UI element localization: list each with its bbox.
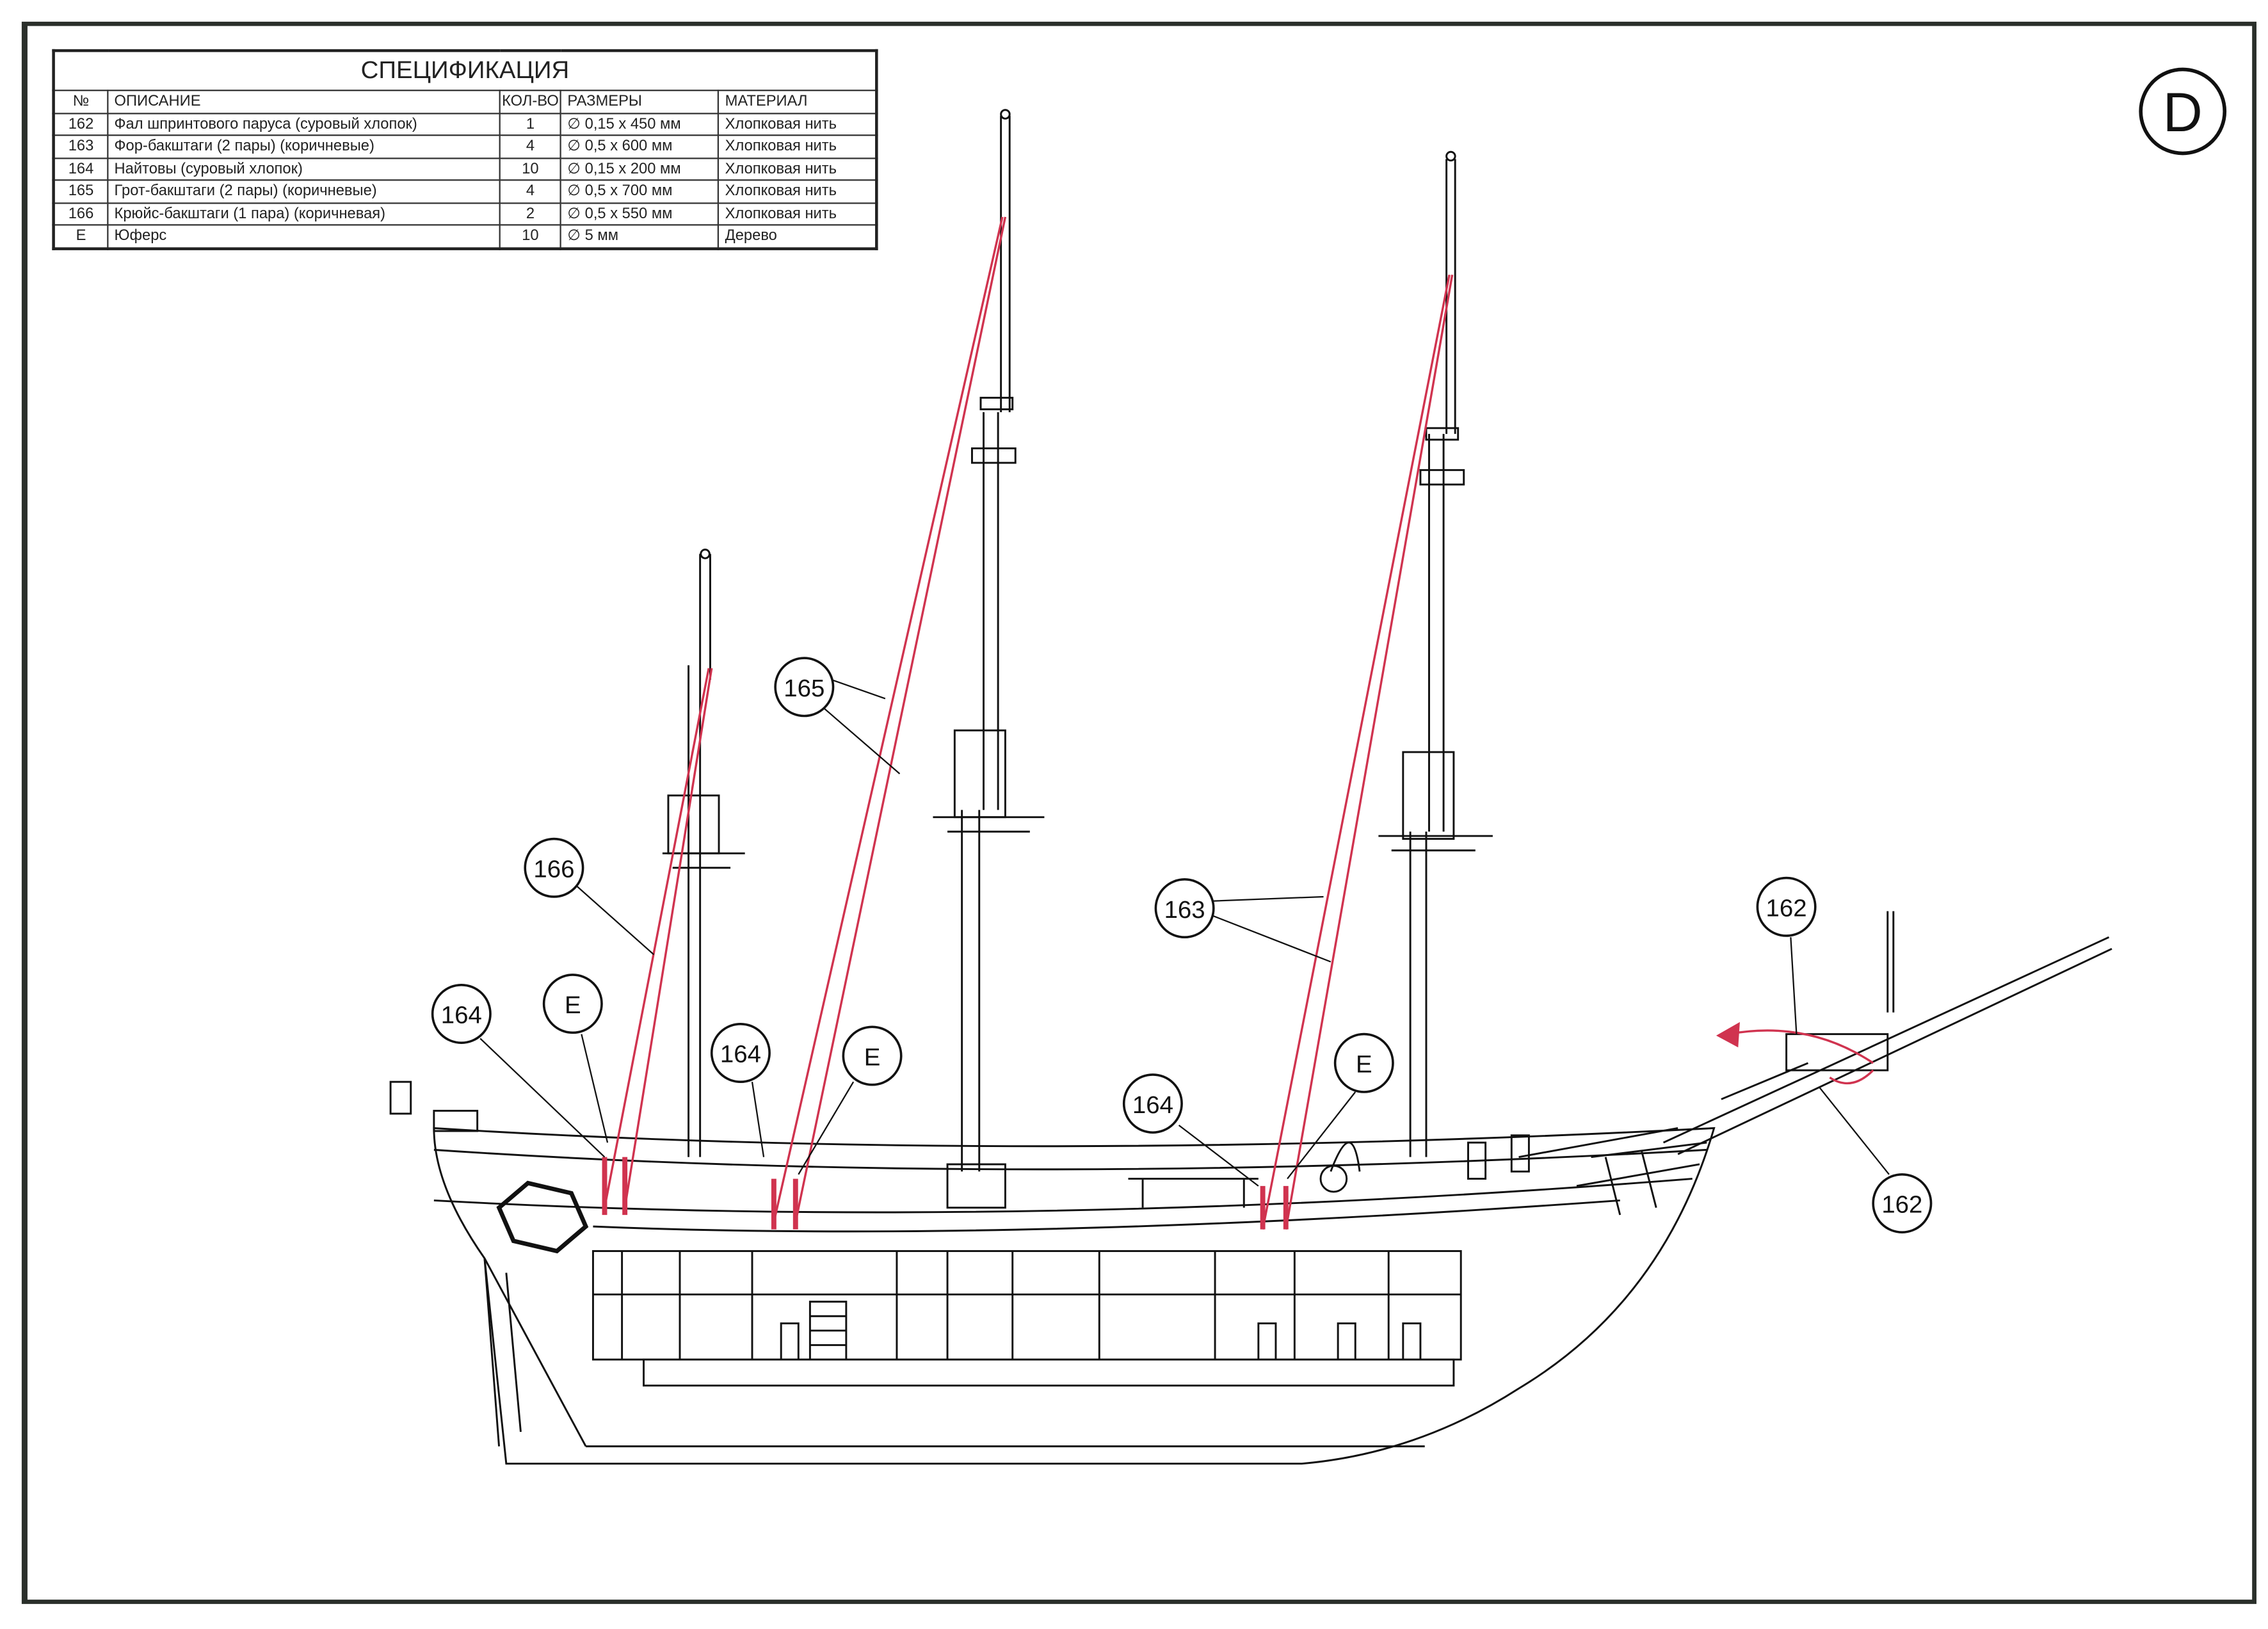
svg-text:166: 166 [533,856,574,883]
col-material: МАТЕРИАЛ [718,90,878,114]
cell-no: 163 [52,134,109,159]
cell-qty: 4 [499,134,562,159]
cell-desc: Фор-бакштаги (2 пары) (коричневые) [107,134,501,159]
svg-text:165: 165 [784,675,824,702]
cell-qty: 4 [499,179,562,204]
cell-material: Хлопковая нить [718,157,878,181]
callouts: 165 166 164 E 164 E 164 163 E 162 162 [431,657,1933,1233]
cell-desc: Фал шпринтового паруса (суровый хлопок) [107,112,501,136]
specification-table: СПЕЦИФИКАЦИЯ № ОПИСАНИЕ КОЛ-ВО РАЗМЕРЫ М… [52,49,878,250]
col-quantity: КОЛ-ВО [499,90,562,114]
svg-text:162: 162 [1881,1191,1922,1219]
col-description: ОПИСАНИЕ [107,90,501,114]
callout-166: 166 [524,837,584,898]
cell-size: ∅ 0,5 x 600 мм [560,134,720,159]
cell-desc: Юферс [107,224,501,249]
cell-qty: 10 [499,157,562,181]
cell-no: 165 [52,179,109,204]
svg-text:E: E [565,991,581,1019]
callout-162: 162 [1872,1173,1933,1233]
cell-size: ∅ 0,5 x 700 мм [560,179,720,204]
leader-lines [479,678,1890,1187]
cell-material: Хлопковая нить [718,112,878,136]
cell-material: Хлопковая нить [718,179,878,204]
svg-text:E: E [1356,1051,1372,1079]
cell-material: Дерево [718,224,878,249]
callout-e: E [842,1025,903,1086]
cell-size: ∅ 0,15 x 450 мм [560,112,720,136]
table-header-row: № ОПИСАНИЕ КОЛ-ВО РАЗМЕРЫ МАТЕРИАЛ [52,90,878,114]
cell-material: Хлопковая нить [718,202,878,226]
cell-qty: 10 [499,224,562,249]
callout-e: E [542,974,603,1034]
callout-164: 164 [710,1022,771,1083]
cell-qty: 2 [499,202,562,226]
rigging-lines [602,216,1874,1230]
cell-qty: 1 [499,112,562,136]
svg-text:164: 164 [441,1002,482,1029]
svg-text:E: E [864,1043,881,1071]
table-title: СПЕЦИФИКАЦИЯ [52,49,878,92]
sheet-letter: D [2163,82,2203,143]
hull [389,109,2112,1465]
callout-162: 162 [1756,876,1817,937]
cell-desc: Найтовы (суровый хлопок) [107,157,501,181]
svg-text:164: 164 [1132,1091,1173,1119]
svg-text:162: 162 [1766,895,1807,922]
cell-no: E [52,224,109,249]
callout-164: 164 [431,983,492,1044]
cell-no: 166 [52,202,109,226]
svg-text:164: 164 [720,1041,761,1068]
cell-desc: Крюйс-бакштаги (1 пара) (коричневая) [107,202,501,226]
cell-no: 162 [52,112,109,136]
cell-size: ∅ 0,15 x 200 мм [560,157,720,181]
sheet-frame [21,21,2256,1604]
col-number: № [52,90,109,114]
cell-no: 164 [52,157,109,181]
sheet-letter-badge: D [2139,67,2227,156]
col-size: РАЗМЕРЫ [560,90,720,114]
cell-desc: Грот-бакштаги (2 пары) (коричневые) [107,179,501,204]
callout-165: 165 [774,657,835,718]
callout-164: 164 [1122,1073,1183,1134]
cell-material: Хлопковая нить [718,134,878,159]
cell-size: ∅ 5 мм [560,224,720,249]
callout-163: 163 [1154,878,1215,939]
svg-text:163: 163 [1164,896,1205,924]
callout-e: E [1333,1032,1394,1093]
cell-size: ∅ 0,5 x 550 мм [560,202,720,226]
